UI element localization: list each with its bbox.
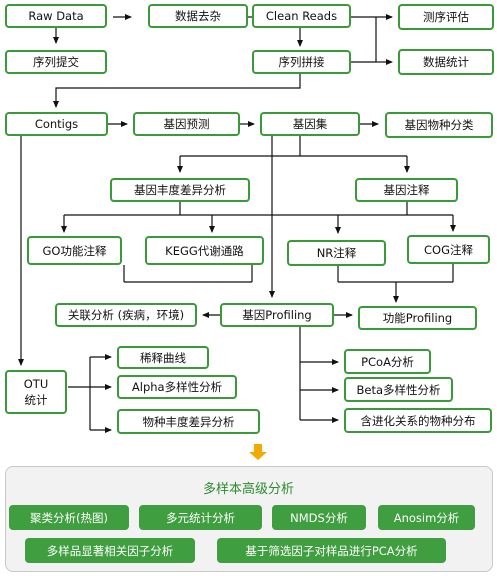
node-data-cleaning: 数据去杂	[148, 4, 248, 28]
pill-multivariate-stats: 多元统计分析	[139, 505, 262, 530]
node-nr-annotation: NR注释	[287, 240, 386, 266]
node-seq-submit: 序列提交	[5, 50, 107, 74]
node-cog-annotation: COG注释	[407, 235, 490, 264]
node-gene-profiling: 基因Profiling	[220, 303, 334, 327]
node-kegg-pathway: KEGG代谢通路	[145, 236, 264, 265]
node-phylo-species-distribution: 含进化关系的物种分布	[344, 408, 492, 433]
node-sequencing-eval: 测序评估	[398, 4, 494, 30]
node-alpha-diversity: Alpha多样性分析	[117, 375, 237, 399]
node-seq-assembly: 序列拼接	[252, 50, 351, 74]
node-pcoa: PCoA分析	[344, 349, 431, 374]
node-rarefaction-curve: 稀释曲线	[117, 346, 209, 369]
pill-anosim: Anosim分析	[378, 505, 475, 530]
node-gene-taxonomy: 基因物种分类	[385, 112, 493, 138]
node-gene-abundance-diff: 基因丰度差异分析	[110, 178, 250, 202]
node-raw-data: Raw Data	[5, 4, 107, 28]
node-contigs: Contigs	[5, 112, 108, 136]
node-clean-reads: Clean Reads	[252, 4, 351, 28]
node-gene-set: 基因集	[260, 112, 360, 136]
node-otu-stats: OTU 统计	[5, 370, 67, 414]
node-gene-annotation: 基因注释	[355, 178, 458, 202]
node-species-abundance-diff: 物种丰度差异分析	[117, 409, 260, 434]
advanced-analysis-title: 多样本高级分析	[202, 482, 294, 497]
node-go-annotation: GO功能注释	[27, 236, 122, 265]
pill-significant-factors: 多样品显著相关因子分析	[25, 538, 195, 563]
node-gene-prediction: 基因预测	[133, 112, 240, 136]
node-beta-diversity: Beta多样性分析	[344, 377, 453, 402]
pill-factor-pca: 基于筛选因子对样品进行PCA分析	[217, 538, 446, 563]
otu-stats-label: OTU 统计	[23, 376, 49, 407]
node-association-analysis: 关联分析 (疾病，环境)	[55, 303, 197, 327]
down-arrow-icon	[249, 444, 267, 460]
pill-cluster-heatmap: 聚类分析(热图)	[9, 505, 129, 530]
node-functional-profiling: 功能Profiling	[358, 306, 477, 330]
node-data-stats: 数据统计	[398, 49, 494, 75]
pill-nmds: NMDS分析	[272, 505, 366, 530]
